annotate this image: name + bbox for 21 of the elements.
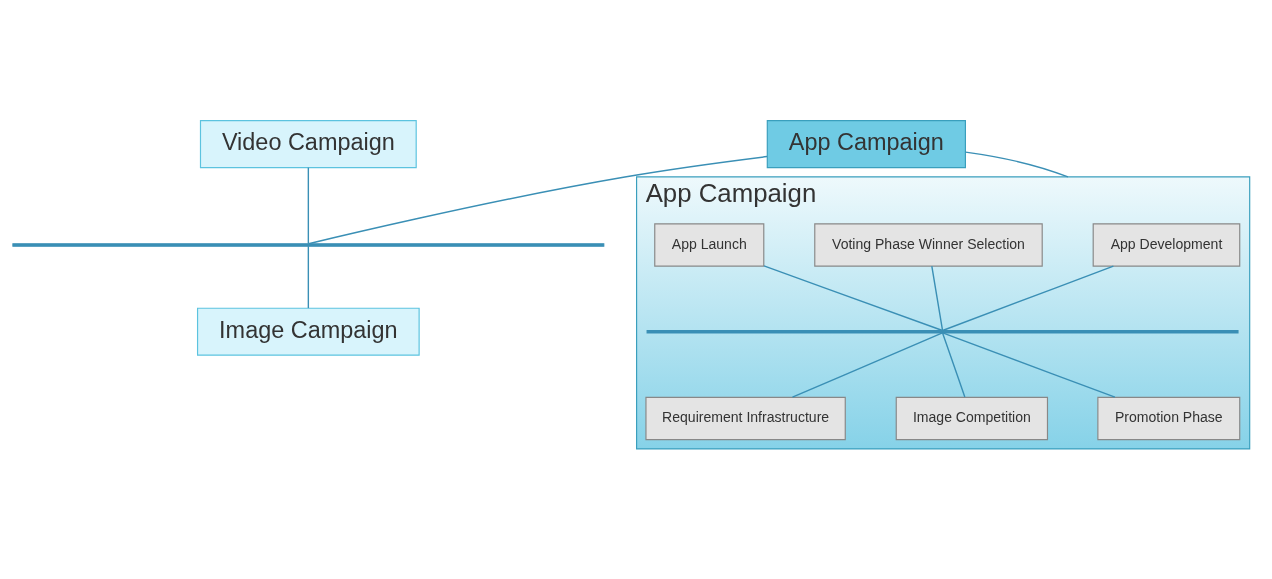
node-box: Voting Phase Winner Selection [814,223,1043,267]
connector [791,332,944,398]
node-box: App Campaign [766,120,966,169]
node-box: Video Campaign [199,120,417,169]
connector [964,151,1069,178]
connector [307,166,310,245]
node-box: App Development [1092,223,1241,267]
node-box: App Launch [654,223,765,267]
connector [307,245,310,309]
node-bar [12,243,605,247]
connector [942,332,1116,398]
connector [941,265,1115,332]
node-box: Image Campaign [196,307,420,356]
connector [307,155,768,245]
connector [763,265,944,332]
node-bar [646,329,1239,334]
node-box: Image Competition [895,396,1049,441]
connector [941,332,966,398]
node-box: Requirement Infrastructure [645,396,846,441]
node-box: Promotion Phase [1097,396,1241,441]
connector [931,265,944,332]
